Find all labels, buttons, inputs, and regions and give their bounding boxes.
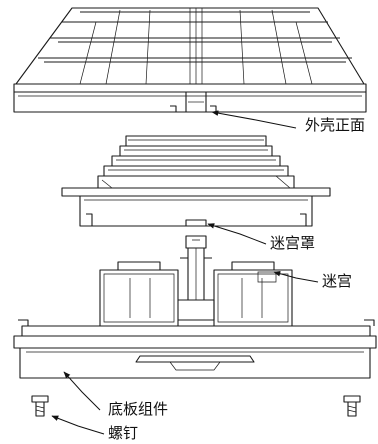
label-screw: 螺钉 (108, 424, 139, 442)
leader-labyrinth-cover (207, 223, 267, 245)
base-assembly (13, 261, 377, 379)
outer-shell (13, 7, 367, 113)
labyrinth-cover (61, 135, 331, 227)
screw-right (343, 395, 361, 417)
label-outer-shell-front: 外壳正面 (305, 116, 366, 134)
leader-screw (51, 415, 105, 435)
screw-left (31, 395, 49, 417)
label-base-assembly: 底板组件 (108, 400, 169, 418)
leader-labyrinth (273, 270, 319, 283)
labyrinth (180, 235, 212, 301)
leader-base-assembly (63, 371, 101, 411)
leader-outer-shell (211, 110, 297, 129)
label-labyrinth: 迷宫 (322, 272, 353, 290)
label-labyrinth-cover: 迷宫罩 (270, 234, 316, 252)
